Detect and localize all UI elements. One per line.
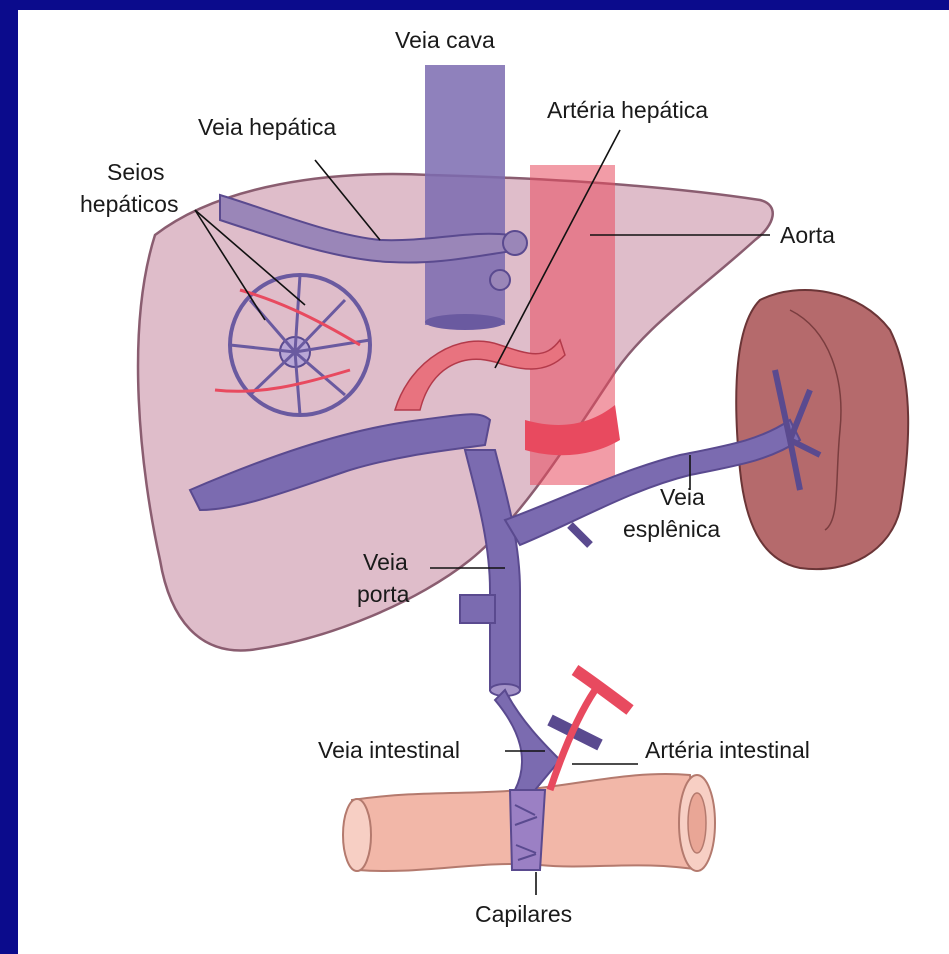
label-veia-porta-2: porta [357,581,410,607]
label-arteria-hepatica: Artéria hepática [547,97,708,123]
intestinal-capillaries [510,790,545,870]
label-veia-porta-1: Veia [363,549,408,575]
label-veia-hepatica: Veia hepática [198,114,336,140]
vena-cava [425,65,505,330]
aorta [525,165,620,485]
label-arteria-intestinal: Artéria intestinal [645,737,810,763]
label-aorta: Aorta [780,222,835,248]
label-veia-intestinal: Veia intestinal [318,737,460,763]
label-seios-2: hepáticos [80,191,178,217]
label-seios-1: Seios [107,159,165,185]
label-veia-esplenica-2: esplênica [623,516,720,542]
label-veia-esplenica-1: Veia [660,484,705,510]
label-capilares: Capilares [475,901,572,927]
spleen [736,290,908,569]
label-veia-cava: Veia cava [395,27,495,53]
